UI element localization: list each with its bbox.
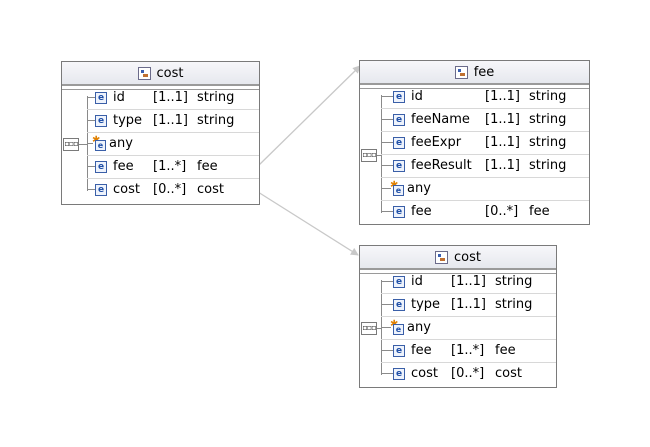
list-item[interactable]: e fee [0..*] fee [381, 200, 589, 223]
element-icon: e [95, 114, 107, 127]
list-item[interactable]: e feeResult [1..1] string [381, 154, 589, 178]
list-item[interactable]: ✱e any [87, 132, 259, 156]
sequence-compositor-icon[interactable]: ▫▫▫ [361, 149, 377, 162]
sequence-compositor-icon[interactable]: ▫▫▫ [63, 138, 79, 151]
list-item[interactable]: e id [1..1] string [381, 85, 589, 109]
element-icon: e [393, 275, 405, 288]
complex-type-box-cost[interactable]: cost ▫▫▫ e id [1..1] string e type [1..1… [61, 61, 260, 205]
list-item[interactable]: ✱e any [381, 316, 556, 340]
list-item[interactable]: e feeName [1..1] string [381, 108, 589, 132]
element-icon: e [393, 113, 405, 126]
any-element-icon: ✱e [390, 180, 404, 196]
list-item[interactable]: ✱e any [381, 177, 589, 201]
header-separator [360, 269, 556, 274]
list-item[interactable]: e id [1..1] string [87, 86, 259, 110]
header-separator [360, 84, 589, 89]
box-header: cost [62, 62, 259, 85]
element-icon: e [95, 91, 107, 104]
list-item[interactable]: e fee [1..*] fee [381, 339, 556, 363]
list-item[interactable]: e feeExpr [1..1] string [381, 131, 589, 155]
any-element-icon: ✱e [92, 135, 106, 151]
list-item[interactable]: e cost [0..*] cost [87, 178, 259, 201]
element-icon: e [393, 205, 405, 218]
header-separator [62, 85, 259, 90]
complex-type-icon [435, 250, 448, 264]
sequence-compositor-icon[interactable]: ▫▫▫ [361, 322, 377, 335]
element-icon: e [393, 367, 405, 380]
complex-type-icon [454, 65, 468, 79]
complex-type-box-cost-ref[interactable]: cost ▫▫▫ e id [1..1] string e type [1..1… [359, 245, 557, 388]
any-element-icon: ✱e [390, 319, 404, 335]
element-icon: e [393, 90, 405, 103]
list-item[interactable]: e type [1..1] string [381, 293, 556, 317]
list-item[interactable]: e fee [1..*] fee [87, 155, 259, 179]
element-icon: e [393, 344, 405, 357]
box-header: cost [360, 246, 556, 269]
box-header: fee [360, 61, 589, 84]
link-fee [257, 65, 361, 167]
box-title: fee [473, 64, 495, 80]
element-icon: e [393, 136, 405, 149]
complex-type-box-fee[interactable]: fee ▫▫▫ e id [1..1] string e feeName [1.… [359, 60, 590, 225]
box-title: cost [156, 65, 184, 81]
box-title: cost [454, 249, 481, 265]
complex-type-icon [137, 66, 151, 80]
element-icon: e [393, 298, 405, 311]
element-icon: e [393, 159, 405, 172]
list-item[interactable]: e id [1..1] string [381, 270, 556, 294]
list-item[interactable]: e type [1..1] string [87, 109, 259, 133]
element-icon: e [95, 160, 107, 173]
link-cost [257, 191, 359, 256]
list-item[interactable]: e cost [0..*] cost [381, 362, 556, 385]
element-icon: e [95, 183, 107, 196]
